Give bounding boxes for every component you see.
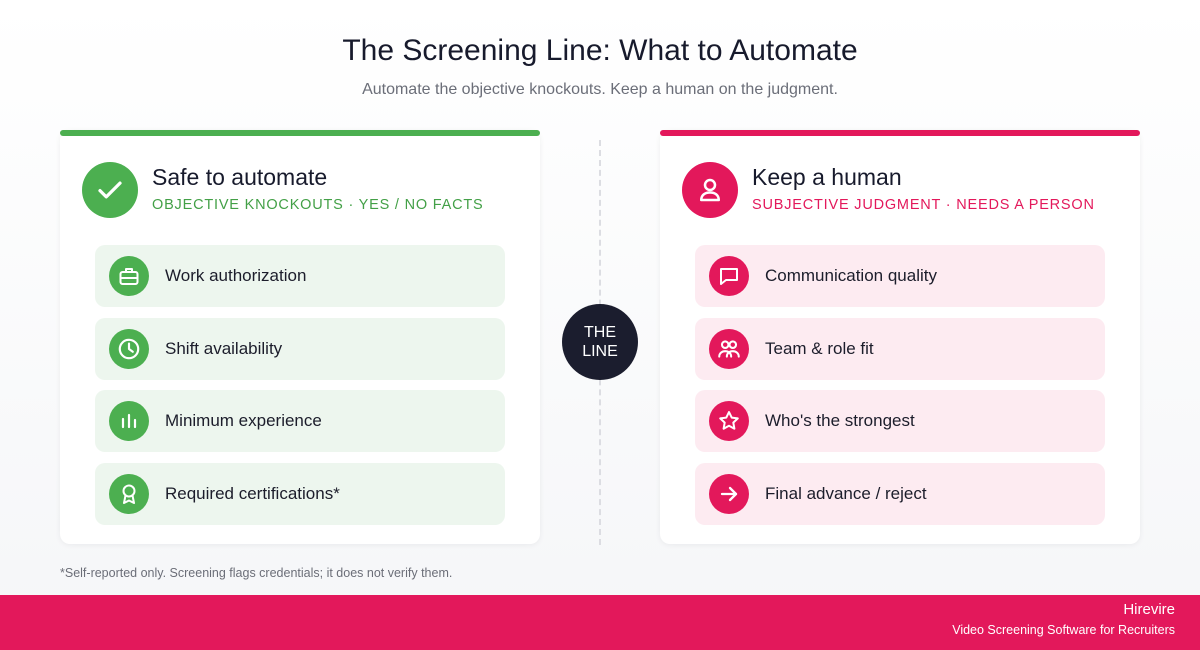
footer-bar: Hirevire Video Screening Software for Re… bbox=[0, 595, 1200, 650]
human-subtitle: SUBJECTIVE JUDGMENT · NEEDS A PERSON bbox=[752, 197, 1095, 213]
list-item: Who's the strongest bbox=[695, 390, 1105, 452]
automate-title: Safe to automate bbox=[152, 164, 328, 190]
list-item: Required certifications* bbox=[95, 462, 505, 525]
list-item-label: Shift availability bbox=[165, 338, 283, 358]
list-item-label: Required certifications* bbox=[165, 483, 340, 503]
the-line-label-bottom: LINE bbox=[582, 343, 618, 360]
list-item: Work authorization bbox=[95, 245, 505, 307]
human-title: Keep a human bbox=[752, 164, 902, 190]
checkmark-icon bbox=[82, 162, 138, 218]
list-item-label: Who's the strongest bbox=[765, 411, 915, 430]
page-subtitle: Automate the objective knockouts. Keep a… bbox=[362, 81, 838, 98]
team-icon bbox=[709, 328, 749, 369]
list-item-label: Team & role fit bbox=[765, 338, 874, 358]
automate-subtitle: OBJECTIVE KNOCKOUTS · YES / NO FACTS bbox=[152, 197, 484, 213]
the-line-label-top: THE bbox=[584, 324, 616, 341]
human-list: Communication quality Team & role fit Wh… bbox=[695, 245, 1105, 535]
bar-chart-icon bbox=[109, 401, 149, 441]
footnote: *Self-reported only. Screening flags cre… bbox=[60, 566, 453, 580]
brand-tagline: Video Screening Software for Recruiters bbox=[952, 623, 1175, 637]
list-item: Minimum experience bbox=[95, 390, 505, 452]
human-panel: Keep a human SUBJECTIVE JUDGMENT · NEEDS… bbox=[660, 130, 1140, 544]
list-item: Communication quality bbox=[695, 245, 1105, 307]
list-item-label: Communication quality bbox=[765, 266, 937, 285]
automate-panel: Safe to automate OBJECTIVE KNOCKOUTS · Y… bbox=[60, 130, 540, 544]
star-icon bbox=[709, 401, 749, 441]
list-item: Shift availability bbox=[95, 317, 505, 380]
arrow-right-icon bbox=[709, 473, 749, 514]
brand-name: Hirevire bbox=[1123, 601, 1175, 618]
human-accent-bar bbox=[660, 130, 1140, 136]
id-badge-icon bbox=[109, 256, 149, 296]
clock-icon bbox=[109, 328, 149, 369]
automate-accent-bar bbox=[60, 130, 540, 136]
list-item-label: Final advance / reject bbox=[765, 483, 927, 503]
list-item: Team & role fit bbox=[695, 317, 1105, 380]
automate-list: Work authorization Shift availability Mi… bbox=[95, 245, 505, 535]
chat-bubble-icon bbox=[709, 256, 749, 296]
the-line-badge: THE LINE bbox=[562, 304, 638, 380]
award-ribbon-icon bbox=[109, 473, 149, 514]
list-item: Final advance / reject bbox=[695, 462, 1105, 525]
list-item-label: Work authorization bbox=[165, 266, 307, 285]
list-item-label: Minimum experience bbox=[165, 411, 322, 430]
person-icon bbox=[682, 162, 738, 218]
page-title: The Screening Line: What to Automate bbox=[342, 34, 858, 67]
